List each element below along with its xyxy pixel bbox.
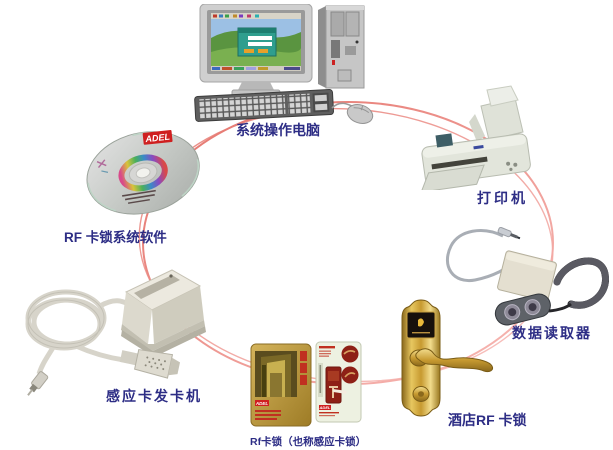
printer-label: 打印机 [477, 190, 528, 206]
reader-cable [445, 229, 516, 283]
software-cd-label: RF 卡锁系统软件 [64, 230, 167, 245]
computer-label: 系统操作电脑 [236, 122, 320, 138]
software-cd: ADEL [86, 130, 200, 215]
white-card-heading [319, 346, 335, 357]
cd-text-lines [122, 189, 156, 204]
hotel-lock-label: 酒店RF 卡锁 [448, 412, 527, 428]
keyboard [194, 89, 334, 122]
gold-card-photo [255, 351, 297, 397]
reader-remote [494, 293, 551, 326]
data-reader [445, 226, 609, 326]
lock-handle [415, 348, 493, 373]
serial-connector [119, 348, 181, 379]
white-card-brand: ADEL [319, 405, 339, 417]
rf-card-white: ADEL [315, 341, 362, 423]
data-reader-label: 数据读取器 [512, 325, 592, 341]
card-encoder [25, 269, 206, 396]
screen-toolbar-icons [213, 14, 259, 18]
hotel-lock [401, 299, 493, 417]
white-card-lock-photo [325, 366, 347, 404]
rf-card-label: Rf卡锁（也称感应卡锁） [250, 436, 367, 448]
svg-text:ADEL: ADEL [255, 401, 269, 406]
power-plug [27, 371, 49, 396]
mouse [331, 102, 374, 124]
computer-tower [318, 5, 365, 89]
card-encoder-label: 感应卡发卡机 [106, 388, 202, 404]
crt-monitor [199, 4, 313, 97]
jack-plug [497, 226, 521, 240]
cd-brand-logo: ADEL [142, 130, 173, 145]
rf-card-gold: ADEL [250, 343, 312, 427]
cd-brand-text: ADEL [144, 132, 170, 145]
screen-taskbar [212, 67, 300, 70]
lock-card-reader-window [406, 311, 436, 339]
reader-box [497, 250, 557, 302]
printer [420, 85, 531, 190]
monitor-screen [211, 13, 301, 71]
gold-card-brand: ADEL [255, 400, 269, 406]
login-dialog [237, 27, 277, 57]
encoder-body [121, 269, 206, 357]
svg-text:ADEL: ADEL [319, 405, 331, 410]
